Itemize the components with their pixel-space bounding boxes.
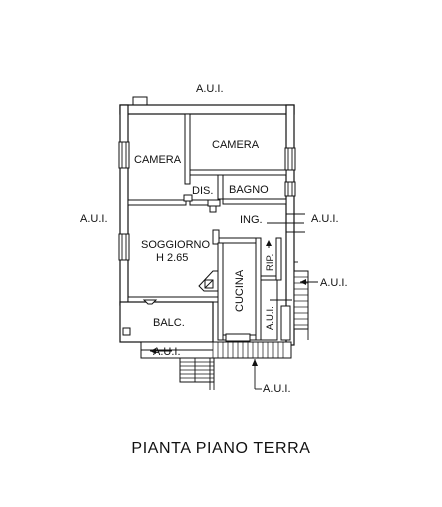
bottom-stair [140,341,292,390]
room-camera-right: CAMERA [212,139,260,151]
neighbor-right-stair: A.U.I. [320,277,348,289]
left-windows [118,141,130,261]
plan-caption: PIANTA PIANO TERRA [131,440,310,457]
room-bagno: BAGNO [229,184,269,196]
room-camera-left: CAMERA [134,154,182,166]
right-windows [284,147,296,197]
right-stair [293,261,309,340]
room-ing: ING. [240,214,263,226]
interior-walls [127,113,305,342]
room-balc: BALC. [153,317,185,329]
kitchen-counter [198,270,219,292]
room-aui-vertical: A.U.I. [265,306,276,330]
room-rip: RIP. [265,254,276,271]
neighbor-left: A.U.I. [80,213,108,225]
neighbor-top: A.U.I. [196,83,224,95]
neighbor-bottom-left: A.U.I. [153,346,181,358]
chimney [132,96,148,106]
outer-walls [119,104,295,346]
right-aui-strip [260,279,292,341]
room-cucina: CUCINA [234,269,246,312]
balcony [119,299,214,343]
neighbor-bottom-right: A.U.I. [263,383,291,395]
neighbor-right-mid: A.U.I. [311,213,339,225]
room-soggiorno-height: H 2.65 [156,252,188,264]
room-soggiorno: SOGGIORNO [141,239,211,251]
leader-arrows [150,222,318,390]
room-dis: DIS. [192,185,213,197]
